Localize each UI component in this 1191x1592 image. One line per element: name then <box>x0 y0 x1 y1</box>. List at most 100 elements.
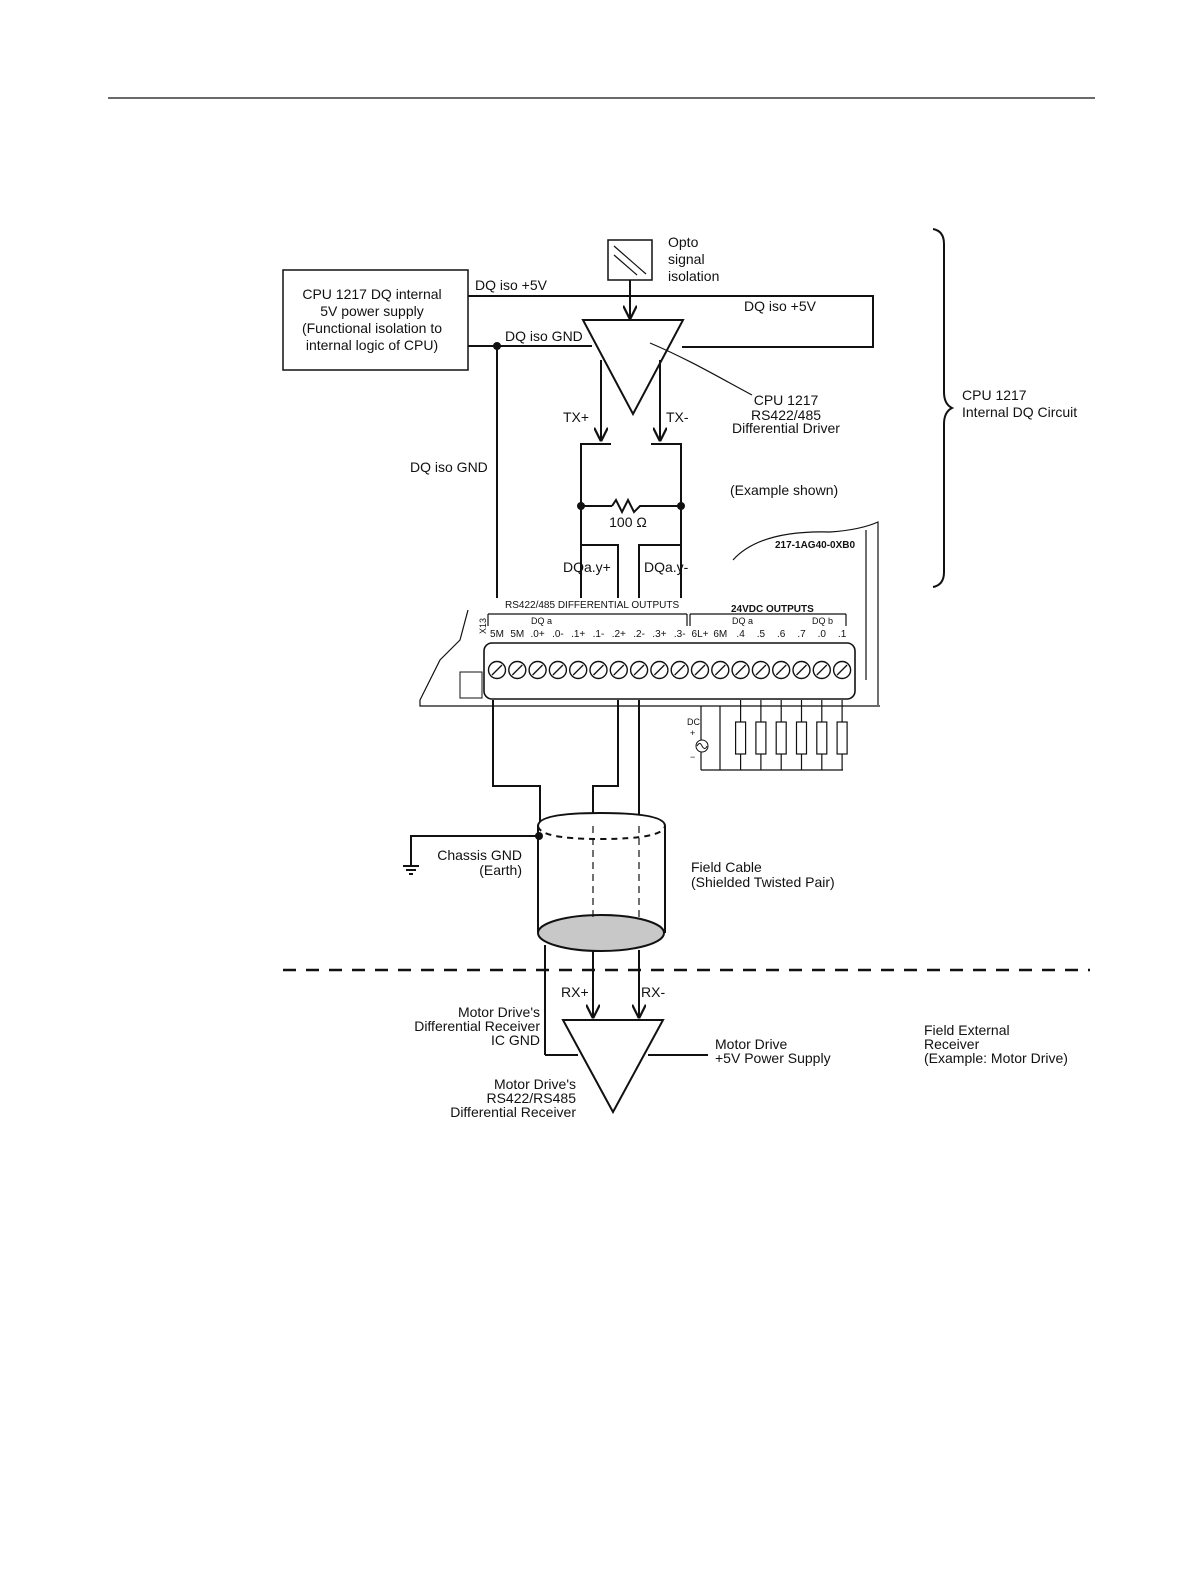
shield-drain-wire <box>492 700 541 835</box>
screw-slot <box>714 664 726 676</box>
terminal-label: .0+ <box>531 629 545 640</box>
example-shown-label: (Example shown) <box>730 482 838 498</box>
motor-supply-label-2: +5V Power Supply <box>715 1050 831 1066</box>
screw-slot <box>674 664 686 676</box>
differential-receiver-triangle <box>561 1019 665 1115</box>
chassis-gnd-wire <box>410 835 539 866</box>
dq-iso-5v-label-right: DQ iso +5V <box>744 298 817 314</box>
field-cable-label-1: Field Cable <box>691 859 762 875</box>
dq-iso-5v-wire <box>468 295 874 348</box>
differential-driver-triangle <box>581 319 685 417</box>
part-number-label: 217-1AG40-0XB0 <box>775 540 855 551</box>
dqa-plus-label: DQa.y+ <box>563 559 611 575</box>
receiver-gnd-label-2: Differential Receiver <box>414 1018 540 1034</box>
x13-label: X13 <box>478 618 488 634</box>
field-receiver-label-3: (Example: Motor Drive) <box>924 1050 1068 1066</box>
screw-slot <box>653 664 665 676</box>
load-resistor <box>755 721 767 755</box>
opto-label-2: signal <box>668 251 705 267</box>
dq-iso-gnd-label-side: DQ iso GND <box>410 459 488 475</box>
driver-label-3: Differential Driver <box>732 420 840 436</box>
field-plus-wire <box>592 700 619 835</box>
terminal-label: .3+ <box>652 629 666 640</box>
driver-label-1: CPU 1217 <box>754 392 819 408</box>
terminal-label: 5M <box>490 629 504 640</box>
receiver-label-3: Differential Receiver <box>450 1104 576 1120</box>
opto-label-3: isolation <box>668 268 719 284</box>
field-receiver-label-2: Receiver <box>924 1036 980 1052</box>
receiver-label-1: Motor Drive's <box>494 1076 576 1092</box>
receiver-gnd-label-1: Motor Drive's <box>458 1004 540 1020</box>
svg-text:+: + <box>690 728 695 738</box>
resistor-label: 100 Ω <box>609 514 647 530</box>
dc-label: DC <box>687 717 700 727</box>
dq-b-label: DQ b <box>812 616 833 626</box>
rs-outputs-header: RS422/485 DIFFERENTIAL OUTPUTS <box>505 600 679 611</box>
terminal-label: .4 <box>736 629 745 640</box>
receiver-gnd-label-3: IC GND <box>491 1032 540 1048</box>
screw-slot <box>694 664 706 676</box>
power-supply-line-3: (Functional isolation to <box>302 320 442 336</box>
power-supply-line-1: CPU 1217 DQ internal <box>302 286 441 302</box>
terminal-label: 6M <box>713 629 727 640</box>
load-resistor <box>734 721 747 755</box>
terminal-label: .0 <box>818 629 827 640</box>
internal-circuit-label-1: CPU 1217 <box>962 387 1027 403</box>
svg-text:−: − <box>690 752 695 762</box>
driver-label-2: RS422/485 <box>751 407 821 423</box>
internal-circuit-label-2: Internal DQ Circuit <box>962 404 1077 420</box>
cpu-module-illustration <box>419 521 880 707</box>
tx-minus-label: TX- <box>666 409 689 425</box>
gnd-junction-dot <box>493 342 501 350</box>
dc-loads <box>734 700 848 770</box>
motor-supply-label-1: Motor Drive <box>715 1036 788 1052</box>
terminal-label: .7 <box>797 629 806 640</box>
screw-slot <box>735 664 747 676</box>
load-resistor <box>816 721 828 755</box>
power-supply-line-4: internal logic of CPU) <box>306 337 438 353</box>
power-supply-box <box>282 269 469 371</box>
terminal-label: .1- <box>593 629 605 640</box>
terminal-label: .2- <box>633 629 645 640</box>
dc-outputs-header: 24VDC OUTPUTS <box>731 604 814 615</box>
dqa-minus-wire <box>638 544 681 598</box>
terminal-label: .3- <box>674 629 686 640</box>
field-receiver-label-1: Field External <box>924 1022 1010 1038</box>
terminal-label: 5M <box>510 629 524 640</box>
load-resistor <box>836 721 848 755</box>
terminal-block <box>483 642 856 700</box>
dq-iso-gnd-label-top: DQ iso GND <box>505 328 583 344</box>
screw-slot <box>816 664 828 676</box>
terminal-label: .2+ <box>612 629 626 640</box>
screw-slot <box>613 664 625 676</box>
screw-slot <box>775 664 787 676</box>
dq-a-label-1: DQ a <box>531 616 552 626</box>
screw-slot <box>593 664 604 676</box>
dc-load-section: + − <box>690 706 843 771</box>
opto-label-1: Opto <box>668 234 699 250</box>
screw-slot <box>836 664 848 676</box>
screw-slot <box>755 664 767 676</box>
load-resistor <box>795 721 808 755</box>
terminal-label: 6L+ <box>692 629 709 640</box>
chassis-gnd-label-1: Chassis GND <box>437 847 522 863</box>
resistor-100-ohm <box>611 497 650 515</box>
chassis-gnd-label-2: (Earth) <box>479 862 522 878</box>
tx-minus-bus <box>651 443 682 598</box>
dqa-minus-label: DQa.y- <box>644 559 689 575</box>
dqa-plus-wire <box>581 544 619 598</box>
terminal-label: .1+ <box>571 629 585 640</box>
internal-circuit-brace <box>932 228 955 588</box>
screw-slot <box>532 664 544 676</box>
screw-slot <box>796 664 807 676</box>
screw-slot <box>511 664 523 676</box>
field-cable-cylinder <box>537 811 666 952</box>
terminal-label: .5 <box>757 629 766 640</box>
earth-ground-icon <box>403 865 419 875</box>
dq-iso-5v-label-left: DQ iso +5V <box>475 277 548 293</box>
rx-plus-label: RX+ <box>561 984 589 1000</box>
terminal-label: .0- <box>552 629 564 640</box>
field-cable-label-2: (Shielded Twisted Pair) <box>691 874 835 890</box>
